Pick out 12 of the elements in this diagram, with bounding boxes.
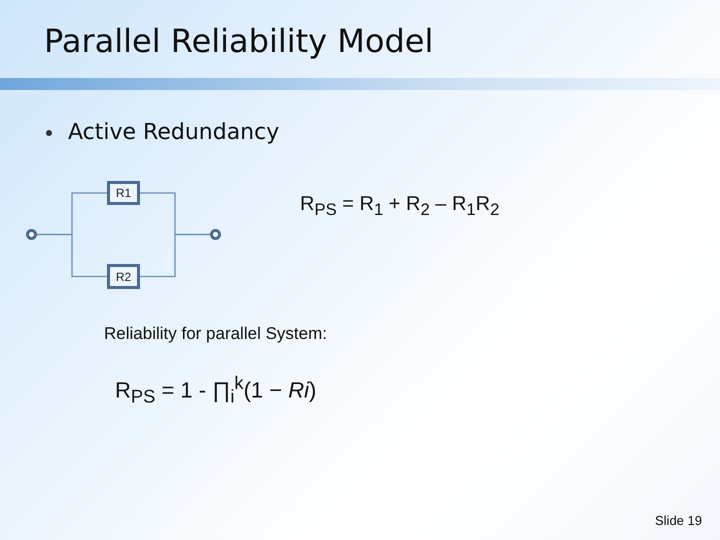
terminal-circle — [210, 229, 221, 240]
connector-line — [37, 234, 107, 278]
slide-number: Slide 19 — [655, 513, 702, 528]
slide-title: Parallel Reliability Model — [44, 22, 434, 60]
component-box: R2 — [107, 264, 140, 289]
connector-line — [140, 234, 210, 278]
component-box: R1 — [107, 181, 140, 205]
terminal-circle — [26, 229, 37, 240]
bullet-text: Active Redundancy — [68, 120, 280, 145]
subheading: Reliability for parallel System: — [104, 324, 327, 344]
formula: R$_{PS}$ = R$_{1}$ + R$_{2}$ – R$_{1}$R$_{2}$ — [300, 193, 500, 220]
formula: R$_{PS}$ = 1 - ∏$_{i}$$^{k}$(1 − Ri) — [115, 372, 316, 408]
